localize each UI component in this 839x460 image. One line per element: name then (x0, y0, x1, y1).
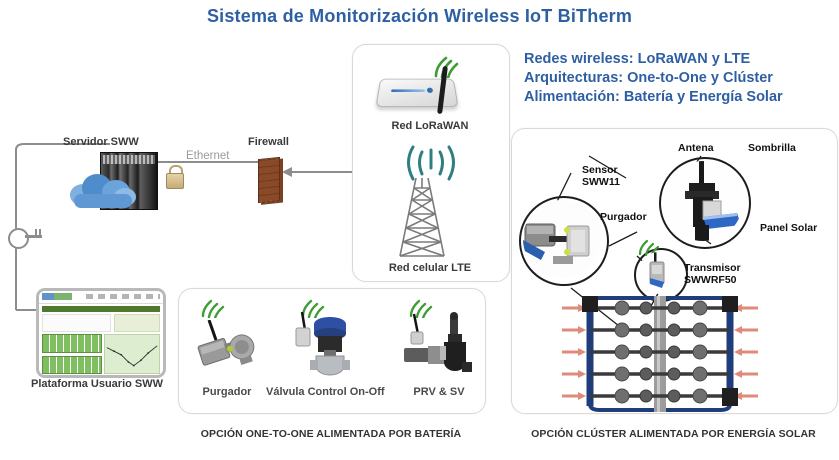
firewall-label: Firewall (248, 136, 289, 148)
steam-trap-manifold (562, 296, 758, 412)
sensor-callout-circle (519, 196, 609, 286)
lorawan-label: Red LoRaWAN (391, 120, 469, 132)
transmitter-solar-assembly-icon (663, 161, 743, 241)
key-icon (8, 228, 46, 249)
sensor-swW11-icon (523, 200, 601, 278)
features-list: Redes wireless: LoRaWAN y LTE Arquitectu… (524, 50, 839, 107)
lte-label: Red celular LTE (388, 262, 472, 274)
tablet-dashboard-icon (36, 288, 166, 378)
server-label: Servidor SWW (63, 136, 139, 148)
lte-tower-icon (399, 178, 445, 257)
caption-one-to-one: OPCIÓN ONE-TO-ONE ALIMENTADA POR BATERÍA (200, 428, 462, 440)
feature-line-power: Alimentación: Batería y Energía Solar (524, 89, 783, 105)
solar-callout-circle (659, 157, 751, 249)
brick-wall-icon (258, 156, 280, 204)
callout-label-sensor: Sensor SWW11 (582, 164, 620, 188)
ethernet-label: Ethernet (186, 150, 230, 162)
purgador-device-icon (197, 320, 255, 366)
callout-label-sombrilla: Sombrilla (748, 142, 796, 154)
caption-cluster: OPCIÓN CLÚSTER ALIMENTADA POR ENERGÍA SO… (531, 428, 816, 440)
callout-label-panel-solar: Panel Solar (760, 222, 818, 234)
cloud-icon (68, 170, 140, 208)
lte-signal-icon (398, 142, 464, 186)
transmisor-swwrf50-icon (638, 252, 680, 294)
device-label-purgador: Purgador (202, 386, 252, 398)
feature-line-architectures: Arquitecturas: One-to-One y Clúster (524, 70, 773, 86)
control-valve-device-icon (295, 311, 350, 376)
padlock-icon (166, 165, 184, 189)
wifi-signal-icon-purgador (200, 296, 228, 318)
feature-line-networks: Redes wireless: LoRaWAN y LTE (524, 51, 751, 67)
server-icon (68, 152, 158, 210)
callout-label-antena: Antena (678, 142, 714, 154)
callout-label-transmisor: Transmisor SWWRF50 (684, 262, 741, 286)
wifi-signal-icon-prv (408, 296, 436, 318)
prv-sv-device-icon (404, 312, 472, 372)
page-title: Sistema de Monitorización Wireless IoT B… (206, 6, 633, 26)
lorawan-gateway-icon (375, 65, 468, 115)
callout-label-purgador: Purgador (600, 211, 647, 223)
device-label-prv: PRV & SV (413, 386, 465, 398)
device-label-valvula: Válvula Control On-Off (266, 386, 385, 398)
platform-label: Plataforma Usuario SWW (30, 378, 164, 390)
